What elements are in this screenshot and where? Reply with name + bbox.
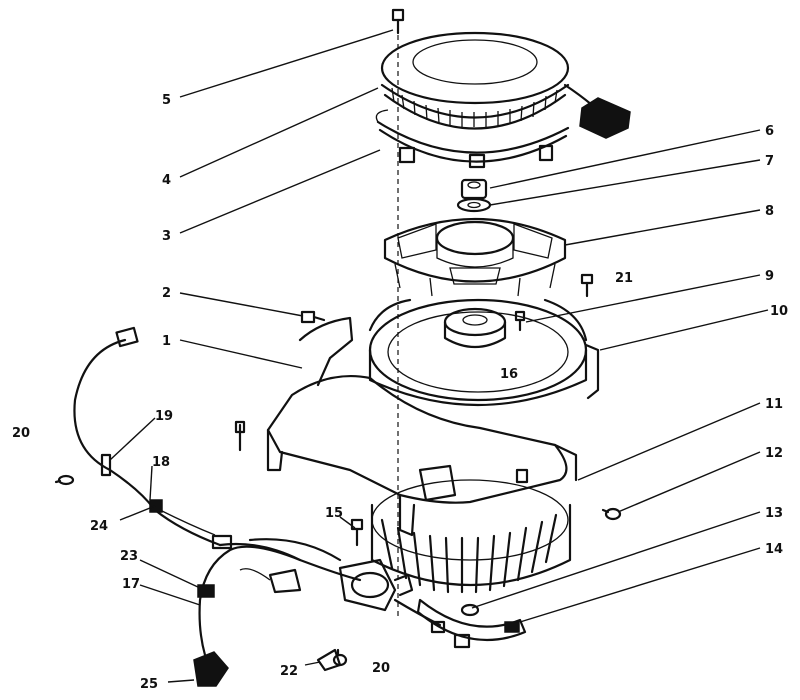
callout-19: 19	[155, 409, 173, 424]
callout-4: 4	[162, 173, 171, 188]
callout-24: 24	[90, 519, 108, 534]
part-washer-7	[456, 197, 492, 213]
callout-13: 13	[765, 506, 783, 521]
callout-16: 16	[500, 367, 518, 382]
callout-6: 6	[765, 124, 774, 139]
callout-21: 21	[615, 271, 633, 286]
callout-17: 17	[122, 577, 140, 592]
part-wiring-harness	[73, 326, 442, 687]
callout-2: 2	[162, 286, 171, 301]
callout-12: 12	[765, 446, 783, 461]
callout-9: 9	[765, 269, 774, 284]
callout-20-bottom: 20	[372, 661, 390, 676]
part-screw-20-left	[54, 474, 75, 486]
callout-25: 25	[140, 677, 158, 692]
callout-10: 10	[770, 304, 788, 319]
part-screw-12	[601, 507, 622, 521]
part-screw-2	[300, 310, 326, 324]
callout-3: 3	[162, 229, 171, 244]
part-screw-9	[514, 310, 526, 332]
callout-20-left: 20	[12, 426, 30, 441]
callout-23: 23	[120, 549, 138, 564]
part-flywheel-11	[370, 479, 572, 594]
callout-14: 14	[765, 542, 783, 557]
part-blower-housing-10	[368, 298, 600, 407]
part-recoil-starter-4	[380, 31, 631, 139]
callout-7: 7	[765, 154, 774, 169]
part-screw-20-bottom	[332, 648, 348, 667]
part-screw-5	[391, 8, 405, 35]
part-hub-16	[443, 307, 507, 348]
part-engine-shroud-1	[266, 316, 578, 537]
part-clip-22	[316, 648, 342, 672]
callout-11: 11	[765, 397, 783, 412]
part-screw-21	[580, 273, 594, 298]
callout-5: 5	[162, 93, 171, 108]
callout-15: 15	[325, 506, 343, 521]
callout-labels: 5 4 3 6 7 8 21 2 9 10 1 16 11 20 19 12 1…	[12, 93, 788, 692]
part-screw-15	[350, 518, 364, 547]
part-nut-6	[460, 178, 488, 200]
callout-8: 8	[765, 204, 774, 219]
callout-22: 22	[280, 664, 298, 679]
part-screen-8	[383, 217, 567, 297]
callout-18: 18	[152, 455, 170, 470]
part-clamp-band-3	[375, 109, 570, 169]
part-ignition-13-14	[416, 598, 527, 649]
callout-1: 1	[162, 334, 171, 349]
leader-lines	[109, 29, 769, 683]
